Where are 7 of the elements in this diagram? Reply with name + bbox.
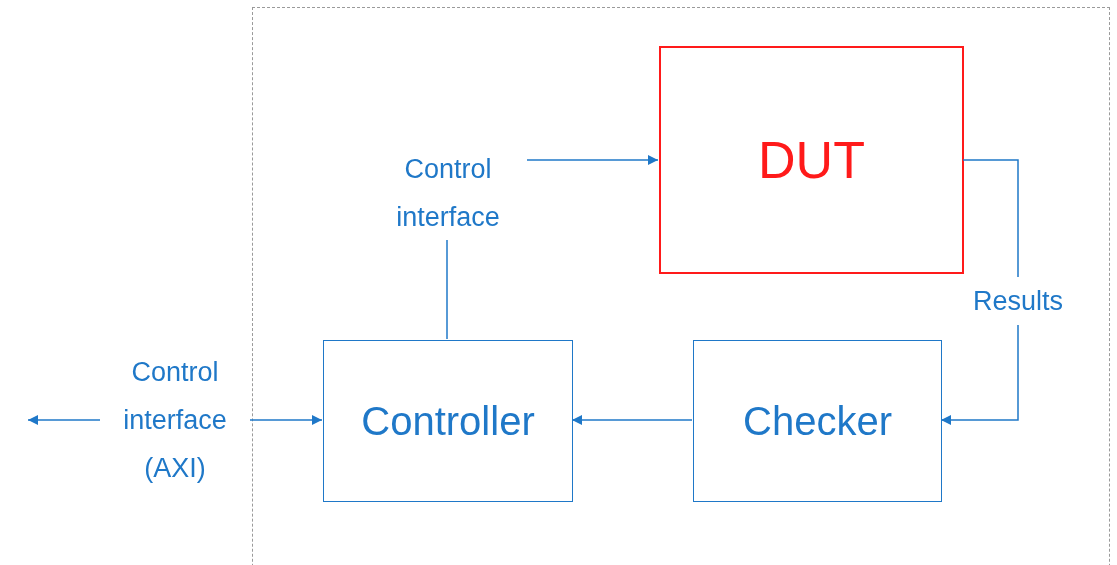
interface-label: Control interface [368, 145, 528, 241]
process-box: DUT [659, 46, 964, 274]
process-box: Checker [693, 340, 942, 502]
process-box: Controller [323, 340, 573, 502]
arrow [571, 415, 693, 425]
arrow [940, 159, 1019, 425]
arrow [526, 155, 659, 165]
